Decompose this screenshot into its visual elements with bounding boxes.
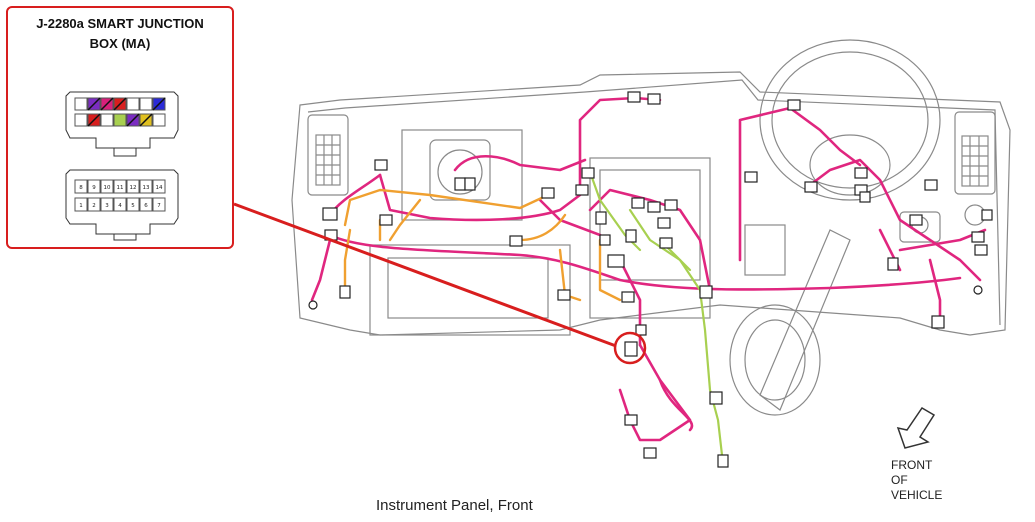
pin-number-label: 2 xyxy=(92,203,96,209)
pin-cell xyxy=(87,179,101,194)
pin-cell xyxy=(74,197,88,212)
diagram-caption: Instrument Panel, Front xyxy=(376,497,533,514)
pin-number-label: 5 xyxy=(131,203,135,209)
pin-cell xyxy=(126,197,140,212)
main-harness xyxy=(310,96,987,442)
pin-cell xyxy=(139,197,153,212)
pin-number-label: 3 xyxy=(105,203,109,209)
connector-front-view xyxy=(65,91,179,157)
pin-number-label: 12 xyxy=(130,185,137,191)
pin-number-label: 7 xyxy=(157,203,161,209)
pin-cell xyxy=(100,197,114,212)
pin-number-label: 9 xyxy=(92,185,96,191)
pin-cell xyxy=(87,197,101,212)
callout xyxy=(233,202,647,365)
inset-title: J-2280a SMART JUNCTION BOX (MA) xyxy=(8,14,232,54)
inset-title-line2: BOX (MA) xyxy=(89,36,151,51)
front-direction-arrow xyxy=(896,406,936,449)
pin-cell xyxy=(113,197,127,212)
pin-number-label: 10 xyxy=(104,185,111,191)
pin-number-label: 4 xyxy=(118,203,122,209)
pin-number-label: 11 xyxy=(117,185,124,191)
connectors xyxy=(308,91,993,468)
callout-circle xyxy=(613,331,647,365)
pin-cell xyxy=(126,179,140,194)
pin-cell xyxy=(152,179,166,194)
pin-number-label: 13 xyxy=(143,185,150,191)
pin-cell xyxy=(139,179,153,194)
connector-inset-panel: J-2280a SMART JUNCTION BOX (MA) xyxy=(6,6,234,249)
pin-number-label: 14 xyxy=(156,185,163,191)
pin-cell xyxy=(113,179,127,194)
pin-number-label: 1 xyxy=(79,203,83,209)
pin-cell xyxy=(100,179,114,194)
pin-number-label: 6 xyxy=(144,203,148,209)
inset-title-line1: J-2280a SMART JUNCTION xyxy=(36,16,204,31)
pin-number-label: 8 xyxy=(79,185,83,191)
pin-cell xyxy=(74,179,88,194)
front-of-vehicle-label: FRONT OF VEHICLE xyxy=(891,458,943,502)
pin-cell xyxy=(152,197,166,212)
